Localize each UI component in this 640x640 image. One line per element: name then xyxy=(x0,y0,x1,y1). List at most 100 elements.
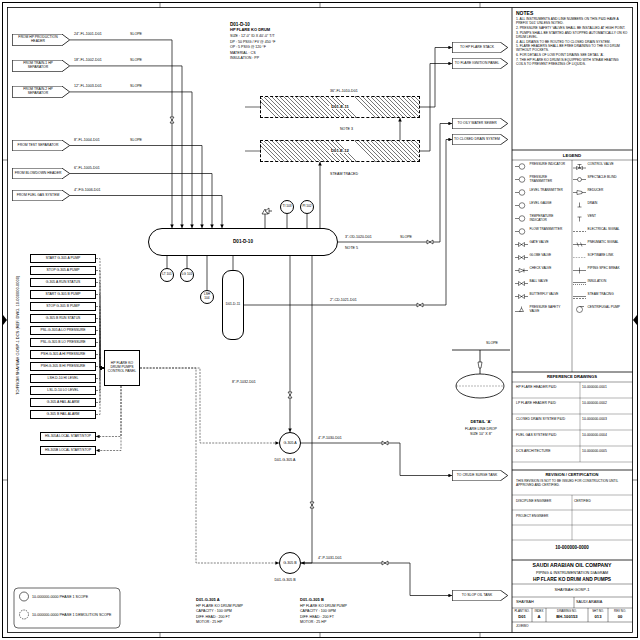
revision-text: REVISION / CERTIFICATION xyxy=(514,473,630,478)
connector-outline xyxy=(12,86,69,98)
connector-outline xyxy=(12,60,69,72)
legend-sample xyxy=(515,228,528,235)
signal-box: PSL-G-305 A LO PRESSURE xyxy=(30,326,96,335)
legend-text: PIPING SPEC BREAK xyxy=(588,267,629,271)
reference-cell: DCS ARCHITECTURE xyxy=(516,450,578,454)
gate-valve xyxy=(427,240,433,244)
zone-tick xyxy=(320,633,321,638)
title-block-cell: JO/EWO xyxy=(516,625,576,629)
instrument-bubble: PI 102 xyxy=(300,200,314,214)
node-label: PSL-G-305 B LO PRESSURE xyxy=(40,341,85,345)
legend-sample xyxy=(573,254,586,261)
node-label: G-305 A RUN STATUS xyxy=(46,281,80,285)
node-label: FROM BLOWDOWN HEADER xyxy=(15,172,62,176)
legend-shape xyxy=(519,294,525,298)
pipe-line xyxy=(187,256,188,268)
pipe-line xyxy=(320,162,321,228)
legend-sample xyxy=(515,306,528,313)
table-line xyxy=(512,382,633,383)
connector-outline xyxy=(452,58,507,69)
table-line xyxy=(512,622,633,623)
pipe-line xyxy=(70,146,202,229)
table-line xyxy=(574,597,575,608)
pipe-line xyxy=(420,48,452,108)
table-line xyxy=(580,382,581,462)
legend-stroke xyxy=(573,296,586,297)
legend-stroke xyxy=(515,231,519,232)
signal-box: PSL-G-305 B LO PRESSURE xyxy=(30,338,96,347)
pipe-line xyxy=(290,256,291,432)
legend-sample xyxy=(515,163,528,170)
legend-stroke xyxy=(578,216,582,217)
legend-text: INSULATION xyxy=(588,280,629,284)
equipment-data: MOTOR : 25 HP xyxy=(196,620,286,624)
node-label: FROM TEST SEPARATOR xyxy=(18,144,59,148)
node-label: START G-305 A PUMP xyxy=(46,257,81,261)
off-page-connector: FROM HP PRODUCTION HEADER xyxy=(12,34,70,46)
legend-text: STEAM TRACING xyxy=(588,293,629,297)
title-block-cell: SAUDI ARABIA xyxy=(576,600,630,604)
line-label: NOTE 5 xyxy=(345,246,371,250)
frame-group xyxy=(3,3,638,638)
legend-stroke xyxy=(573,257,586,258)
signal-box: LSL-D-10 LO LEVEL xyxy=(30,386,96,395)
reference-cell: 10-000000-0001 xyxy=(582,386,630,390)
legend-shape xyxy=(519,255,525,259)
revision-text: THIS REVISION IS NOT TO BE ISSUED FOR CO… xyxy=(516,480,628,487)
zone-tick xyxy=(633,160,638,161)
panel-divider xyxy=(512,8,513,633)
legend-sample xyxy=(515,241,528,248)
connector-outline xyxy=(452,42,507,53)
connector-outline xyxy=(12,34,69,46)
legend-stroke xyxy=(515,179,519,180)
scope-box xyxy=(14,588,120,628)
node-label: G-305 B RUN STATUS xyxy=(46,317,81,321)
table-line xyxy=(512,398,633,399)
legend-stroke xyxy=(515,192,519,193)
legend-stroke xyxy=(521,306,522,308)
node-label: HP FLARE KO DRUM PUMPS CONTROL PANEL xyxy=(107,362,137,374)
legend-sample xyxy=(573,241,586,248)
equipment-data: MATERIAL : CS xyxy=(230,51,304,55)
node-label: STOP G-305 B PUMP xyxy=(46,305,79,309)
connector-outline xyxy=(452,470,507,481)
revision-text: DISCIPLINE ENGINEER xyxy=(516,500,570,504)
signal-line xyxy=(96,307,104,369)
node-label: LSH 104 xyxy=(201,293,213,300)
detail-label: SIZE 10" X 8" xyxy=(452,432,510,436)
panel-divider xyxy=(512,372,633,373)
signal-box: STOP G-305 B PUMP xyxy=(30,302,96,311)
legend-stroke xyxy=(581,242,583,246)
note-text: NOTES xyxy=(516,11,556,17)
detail-label: SLOPE xyxy=(486,341,508,345)
pipe-line xyxy=(307,214,308,228)
reference-cell: 10-000000-0003 xyxy=(582,418,630,422)
legend-text: SPECTACLE BLIND xyxy=(588,176,629,180)
node-label: PSH-G-305 A HI PRESSURE xyxy=(41,353,85,357)
pipe-line xyxy=(233,256,234,270)
legend-text: LEVEL TRANSMITTER xyxy=(530,189,571,193)
equipment-data: HP FLARE KO DRUM PUMP xyxy=(300,604,390,608)
table-line xyxy=(512,414,633,415)
legend-shape xyxy=(519,268,524,272)
signal-box: G-305 A FAIL ALARM xyxy=(30,398,96,407)
connector-outline xyxy=(12,140,69,151)
legend-text: CHECK VALVE xyxy=(530,267,571,271)
legend-text: PRESSURE SAFETY VALVE xyxy=(530,306,571,313)
equipment-data: CAPACITY : 100 GPM xyxy=(300,609,390,613)
legend-sample xyxy=(515,280,528,287)
steam-stub xyxy=(245,107,260,108)
reference-cell: 10-000000-0004 xyxy=(582,434,630,438)
table-line xyxy=(512,495,633,496)
revision-text: 10-000000-0000 xyxy=(514,545,630,550)
legend-sample xyxy=(573,228,586,235)
zone-tick xyxy=(3,160,8,161)
title-block-cell: PLANT NO. xyxy=(513,610,531,613)
legend-stroke xyxy=(573,192,577,193)
table-line xyxy=(512,510,633,511)
legend-text: SOFTWARE LINK xyxy=(588,254,629,258)
equipment-data: INSULATION : PP xyxy=(230,56,304,60)
node-label: TI 103 xyxy=(282,205,291,209)
title-block-cell: D01 xyxy=(513,615,531,620)
